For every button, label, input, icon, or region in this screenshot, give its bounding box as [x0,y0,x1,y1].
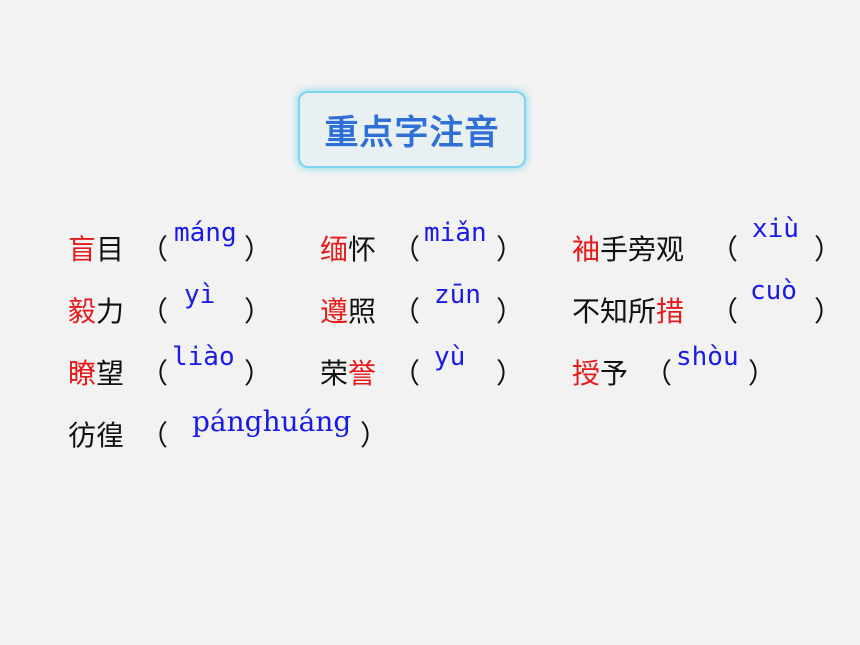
pinyin: pánghuáng [192,405,352,438]
pinyin: yì [184,280,216,310]
item-panghuang: 彷徨 （ pánghuáng ） [68,400,408,460]
char: 荣 [320,357,349,390]
paren-close: ） [360,419,389,452]
title-box: 重点字注音 [298,91,526,168]
paren-open: （ [392,357,421,390]
char: 所 [628,295,657,328]
char: 彷 [68,419,97,452]
paren-close: ） [814,295,843,328]
word: 彷徨 [68,422,124,450]
paren-close: ） [244,357,273,390]
paren-close: ） [496,233,525,266]
char: 徨 [96,419,125,452]
char: 不 [572,295,601,328]
char: 措 [656,295,685,328]
char: 观 [656,233,685,266]
char: 望 [96,357,125,390]
char: 缅 [320,233,349,266]
char: 照 [348,295,377,328]
word: 毅力 [68,298,124,326]
word: 荣誉 [320,360,376,388]
paren-open: （ [140,295,169,328]
pinyin: yù [434,342,466,372]
item-xiushou: 袖手旁观 （ xiù ） [572,214,852,274]
paren-close: ） [748,357,777,390]
item-shouyu: 授予 （ shòu ） [572,338,792,398]
item-rongyu: 荣誉 （ yù ） [320,338,540,398]
char: 手 [600,233,629,266]
word: 不知所措 [572,298,684,326]
char: 袖 [572,233,601,266]
word: 袖手旁观 [572,236,684,264]
word: 瞭望 [68,360,124,388]
char: 毅 [68,295,97,328]
page-title: 重点字注音 [324,113,500,153]
char: 怀 [348,233,377,266]
pinyin: máng [174,218,237,248]
paren-close: ） [814,233,843,266]
word: 遵照 [320,298,376,326]
paren-open: （ [710,295,739,328]
paren-open: （ [140,419,169,452]
item-buzhisuocuo: 不知所措 （ cuò ） [572,276,852,336]
item-mianhuai: 缅怀 （ miǎn ） [320,214,540,274]
pinyin: miǎn [424,218,487,248]
paren-close: ） [496,295,525,328]
paren-open: （ [392,295,421,328]
pinyin: xiù [752,214,799,244]
char: 誉 [348,357,377,390]
char: 目 [96,233,125,266]
item-yili: 毅力 （ yì ） [68,276,278,336]
pinyin: cuò [750,276,797,306]
word: 盲目 [68,236,124,264]
item-zunzhao: 遵照 （ zūn ） [320,276,540,336]
pinyin: shòu [676,342,739,372]
paren-close: ） [244,295,273,328]
char: 知 [600,295,629,328]
paren-open: （ [392,233,421,266]
paren-open: （ [710,233,739,266]
word: 授予 [572,360,628,388]
char: 遵 [320,295,349,328]
char: 盲 [68,233,97,266]
paren-close: ） [496,357,525,390]
word: 缅怀 [320,236,376,264]
char: 予 [600,357,629,390]
pinyin: zūn [434,280,481,310]
char: 授 [572,357,601,390]
paren-open: （ [140,357,169,390]
char: 力 [96,295,125,328]
pinyin: liào [172,342,235,372]
paren-open: （ [644,357,673,390]
item-liaowang: 瞭望 （ liào ） [68,338,278,398]
item-mangmu: 盲目 （ máng ） [68,214,278,274]
char: 旁 [628,233,657,266]
paren-open: （ [140,233,169,266]
paren-close: ） [244,233,273,266]
char: 瞭 [68,357,97,390]
